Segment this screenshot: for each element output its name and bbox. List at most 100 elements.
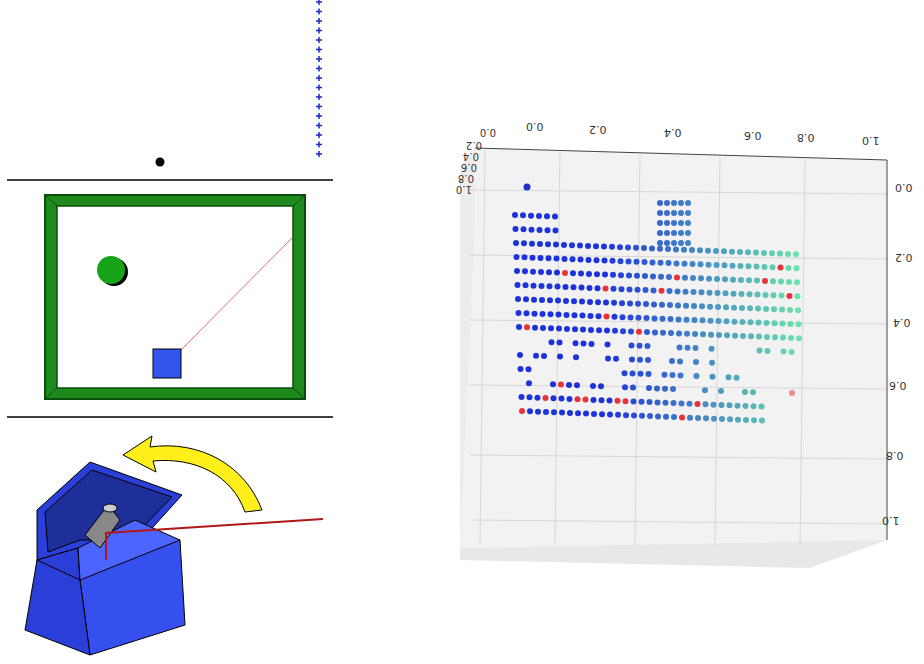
point bbox=[603, 300, 609, 306]
point bbox=[707, 304, 713, 310]
point bbox=[727, 416, 733, 422]
point bbox=[747, 291, 753, 297]
point bbox=[738, 277, 744, 283]
point bbox=[685, 345, 691, 351]
grid-line bbox=[470, 385, 887, 389]
point bbox=[637, 343, 643, 349]
point bbox=[548, 311, 554, 317]
axis-tick: 0.8 bbox=[458, 173, 474, 183]
plus-mark bbox=[318, 142, 320, 148]
point bbox=[524, 184, 531, 191]
point bbox=[668, 316, 674, 322]
point bbox=[694, 373, 700, 379]
point bbox=[535, 395, 541, 401]
point bbox=[643, 301, 649, 307]
point bbox=[554, 270, 560, 276]
point bbox=[526, 380, 532, 386]
point bbox=[537, 241, 543, 247]
point bbox=[532, 311, 538, 317]
point bbox=[710, 374, 716, 380]
point bbox=[707, 290, 713, 296]
point bbox=[567, 396, 573, 402]
point bbox=[755, 292, 761, 298]
point bbox=[615, 398, 621, 404]
point bbox=[670, 372, 676, 378]
point bbox=[684, 317, 690, 323]
point bbox=[714, 276, 720, 282]
point bbox=[769, 250, 775, 256]
point bbox=[719, 416, 725, 422]
point bbox=[730, 263, 736, 269]
grid-line bbox=[555, 153, 560, 546]
point bbox=[690, 275, 696, 281]
point bbox=[524, 324, 530, 330]
point bbox=[735, 417, 741, 423]
point bbox=[572, 326, 578, 332]
point bbox=[682, 261, 688, 267]
point bbox=[588, 327, 594, 333]
rotation-arrow bbox=[123, 436, 262, 512]
blue-square bbox=[153, 349, 181, 378]
point bbox=[692, 331, 698, 337]
point bbox=[516, 310, 522, 316]
point bbox=[604, 328, 610, 334]
grid-line bbox=[470, 520, 887, 524]
point bbox=[516, 324, 522, 330]
point bbox=[536, 213, 542, 219]
point bbox=[529, 241, 535, 247]
point bbox=[563, 298, 569, 304]
point bbox=[546, 255, 552, 261]
point bbox=[563, 284, 569, 290]
point bbox=[671, 230, 677, 236]
point bbox=[724, 318, 730, 324]
axis-tick: 0.0 bbox=[526, 121, 544, 132]
point bbox=[566, 382, 572, 388]
point bbox=[513, 240, 519, 246]
point bbox=[586, 257, 592, 263]
point bbox=[569, 242, 575, 248]
point bbox=[552, 214, 558, 220]
point bbox=[685, 210, 691, 216]
point bbox=[706, 262, 712, 268]
point bbox=[598, 383, 604, 389]
point bbox=[780, 335, 786, 341]
axis-tick: 0.4 bbox=[893, 317, 911, 328]
plus-mark bbox=[318, 0, 320, 5]
point bbox=[753, 250, 759, 256]
point bbox=[685, 230, 691, 236]
point bbox=[668, 330, 674, 336]
laser-beam bbox=[106, 519, 323, 560]
point bbox=[655, 413, 661, 419]
point bbox=[657, 230, 663, 236]
point bbox=[627, 300, 633, 306]
point bbox=[596, 313, 602, 319]
plus-mark bbox=[318, 56, 320, 62]
point bbox=[550, 381, 556, 387]
point bbox=[759, 404, 765, 410]
point bbox=[770, 278, 776, 284]
point bbox=[620, 328, 626, 334]
point bbox=[683, 303, 689, 309]
point bbox=[662, 372, 668, 378]
grid-line bbox=[800, 160, 805, 545]
point bbox=[579, 299, 585, 305]
point bbox=[634, 259, 640, 265]
point bbox=[667, 288, 673, 294]
point bbox=[743, 417, 749, 423]
point bbox=[759, 418, 765, 424]
point bbox=[687, 415, 693, 421]
point bbox=[594, 271, 600, 277]
point bbox=[713, 248, 719, 254]
point bbox=[517, 352, 523, 358]
plus-mark bbox=[318, 9, 320, 15]
point bbox=[671, 220, 677, 226]
point bbox=[622, 384, 628, 390]
point bbox=[671, 210, 677, 216]
point bbox=[528, 213, 534, 219]
point bbox=[602, 258, 608, 264]
point bbox=[610, 272, 616, 278]
point bbox=[703, 415, 709, 421]
point bbox=[788, 321, 794, 327]
grid-line bbox=[480, 150, 485, 545]
point bbox=[691, 289, 697, 295]
